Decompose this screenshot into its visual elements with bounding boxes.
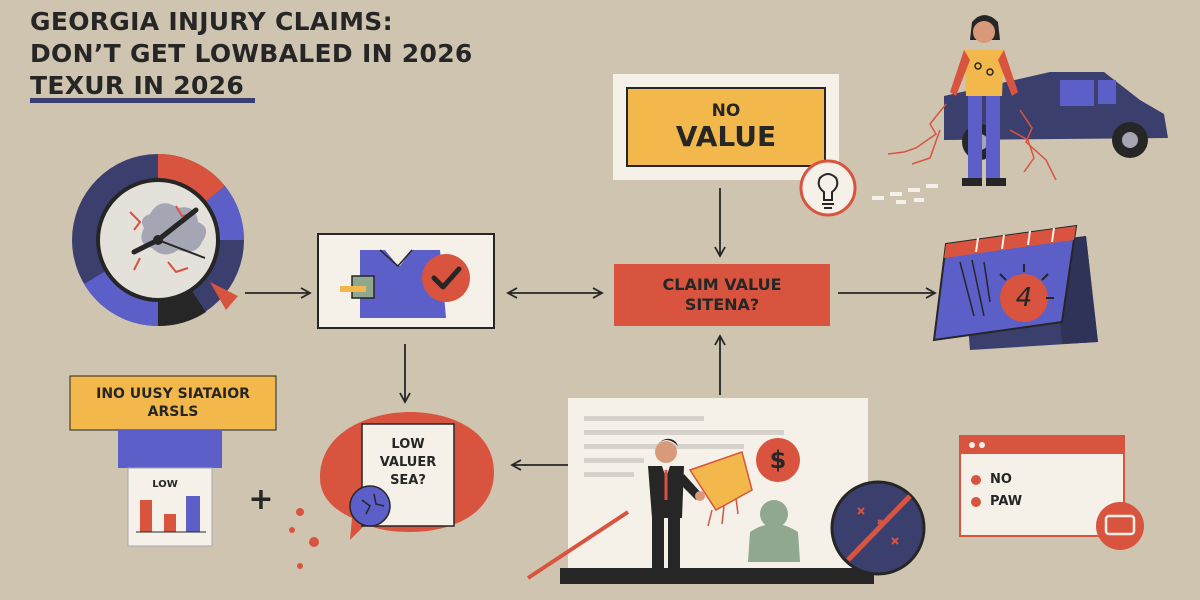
title-line-2: DON’T GET LOWBALED IN 2026 [30,39,473,68]
businessman-icon [648,438,705,570]
title-line-1: GEORGIA INJURY CLAIMS: [30,7,393,36]
no-paw-item-1: NO [990,472,1012,487]
ino-line-2: ARSLS [147,404,199,420]
claim-value-label: CLAIM VALUE SITENA? [614,264,830,326]
dash-marks [872,184,938,204]
low-value-speech-bubble [320,412,494,540]
low-value-label: LOW VALUER SEA? [362,430,454,496]
low-bar-chart-card [127,467,213,547]
no-paw-item-2: PAW [990,494,1023,509]
no-value-label: NO VALUE [627,88,825,166]
dollar-sign: $ [769,446,787,474]
ino-line-1: INO UUSY SIATAIOR [96,386,250,402]
low-value-line-1: LOW [391,437,425,452]
low-value-line-3: SEA? [390,473,426,488]
low-chart-label: LOW [152,478,178,490]
no-paw-list: NO PAW [990,471,1022,515]
claim-value-line-1: CLAIM VALUE [662,275,782,294]
crack-lines [887,103,1057,181]
no-value-box [613,74,839,180]
plus-sign: + [248,481,274,517]
folder-check-card [317,233,495,329]
low-value-line-2: VALUER [379,455,437,470]
claim-value-box [614,264,830,326]
title-line-3: TEXUR IN 2026 [30,71,245,100]
title-underline [30,98,255,103]
ino-box-label: INO UUSY SIATAIOR ARSLS [70,376,276,430]
lightbulb-icon [799,159,857,217]
page-title: GEORGIA INJURY CLAIMS: DON’T GET LOWBALE… [30,6,473,102]
no-paw-window [959,435,1144,550]
prohibited-bug-icon [830,480,926,576]
no-value-line-2: VALUE [675,120,777,153]
calendar-number: 4 [1015,283,1033,313]
no-value-line-1: NO [711,101,741,121]
ino-box [69,375,277,468]
document-panel [526,398,874,584]
claim-value-line-2: SITENA? [684,295,760,314]
person-icon [950,15,1018,186]
broken-clock-icon [72,153,245,327]
decorative-dots [289,508,319,569]
calendar-icon [932,224,1098,350]
